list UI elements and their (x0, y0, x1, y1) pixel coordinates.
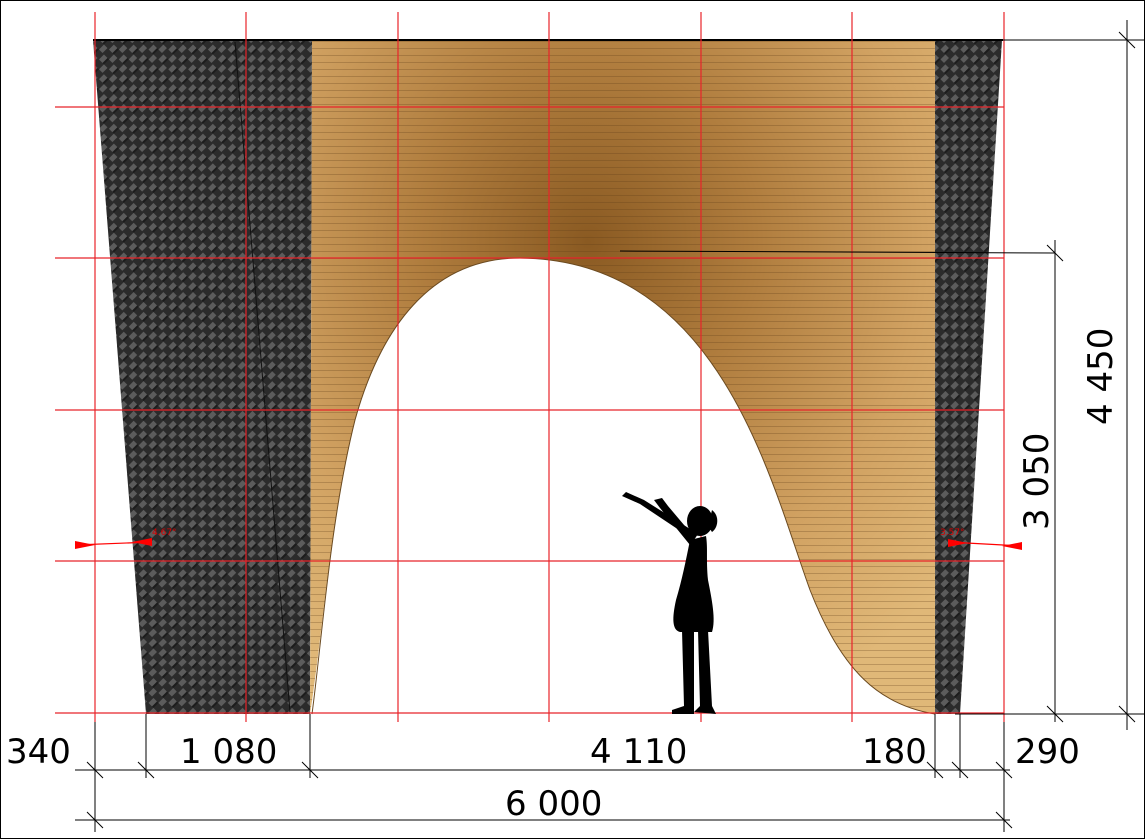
vertical-dimensions (1003, 20, 1145, 730)
dim-total-width: 6 000 (505, 784, 602, 824)
child-reaching-up-icon (622, 492, 718, 714)
right-angle-marker (947, 539, 1023, 550)
left-angle-marker (74, 538, 153, 549)
dim-arch-span: 4 110 (590, 732, 687, 772)
wood-arch-panel (310, 40, 935, 714)
right-angle-label: 3.57° (940, 528, 965, 538)
left-angle-label: 4.67° (152, 528, 177, 538)
dim-left-column: 1 080 (180, 732, 277, 772)
right-column (935, 40, 1002, 714)
left-column-seam (234, 41, 291, 713)
left-column (93, 40, 312, 714)
dim-total-height: 4 450 (1081, 328, 1121, 425)
dim-arch-height: 3 050 (1017, 433, 1057, 530)
horizontal-dimensions (75, 713, 1075, 832)
dim-right-column: 180 (862, 732, 927, 772)
grid-lines (55, 12, 1005, 722)
arch-height-leader (619, 250, 1056, 254)
arch-edge (311, 257, 936, 715)
dim-right-offset: 290 (1015, 732, 1080, 772)
dim-left-offset: 340 (6, 732, 71, 772)
